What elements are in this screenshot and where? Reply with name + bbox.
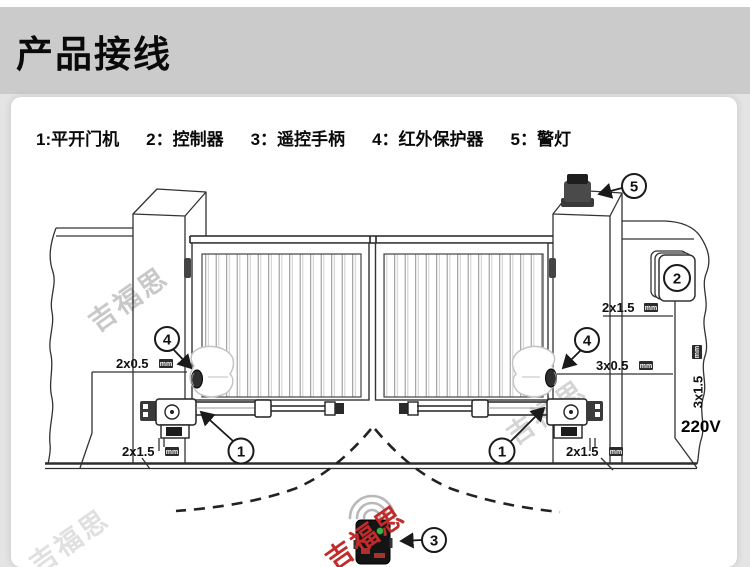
svg-text:2x1.5: 2x1.5 bbox=[602, 300, 635, 315]
legend-item-ir-protector: 4：红外保护器 bbox=[372, 130, 484, 149]
wiring-lines bbox=[79, 301, 698, 471]
diagram-panel bbox=[11, 97, 737, 567]
svg-text:mm: mm bbox=[645, 305, 657, 312]
svg-text:mm: mm bbox=[160, 361, 172, 368]
section-header: 产品接线 bbox=[0, 7, 750, 94]
ir-sensor-right bbox=[545, 368, 557, 388]
wire-label-right-ir: 3x0.5 mm bbox=[596, 358, 653, 373]
wire-label-right-vertical: 3x1.5 mm bbox=[691, 345, 706, 408]
svg-text:mm: mm bbox=[610, 449, 622, 456]
wire-label-right-motor: 2x1.5 mm bbox=[566, 444, 623, 459]
svg-text:5: 5 bbox=[630, 178, 638, 195]
gate-swing-arcs bbox=[175, 428, 561, 514]
wifi-arcs-icon bbox=[348, 494, 396, 520]
wire-label-right-top: 2x1.5 mm bbox=[602, 300, 658, 315]
legend-item-warning-lamp: 5：警灯 bbox=[510, 130, 571, 149]
callout-3: 3 bbox=[399, 527, 447, 553]
left-gate-post bbox=[132, 188, 207, 463]
warning-light bbox=[561, 174, 594, 207]
remote-green-button bbox=[376, 527, 384, 535]
svg-text:2x1.5: 2x1.5 bbox=[566, 444, 599, 459]
callout-2-label: 2 bbox=[673, 270, 681, 287]
wire-label-left-ir: 2x0.5 mm bbox=[116, 356, 173, 371]
svg-text:4: 4 bbox=[583, 332, 592, 349]
svg-text:mm: mm bbox=[640, 363, 652, 370]
svg-text:mm: mm bbox=[166, 449, 178, 456]
svg-text:3x0.5: 3x0.5 bbox=[596, 358, 629, 373]
left-hinge bbox=[184, 258, 191, 278]
svg-text:mm: mm bbox=[694, 346, 701, 358]
legend-row: 1:平开门机 2：控制器 3：遥控手柄 4：红外保护器 5：警灯 bbox=[36, 125, 571, 150]
actuator-right bbox=[399, 398, 603, 439]
ir-sensor-left bbox=[191, 369, 203, 389]
callout-4-right: 4 bbox=[561, 327, 600, 370]
legend-item-controller: 2：控制器 bbox=[146, 130, 224, 149]
callout-4-left: 4 bbox=[154, 326, 193, 370]
actuator-left bbox=[140, 398, 344, 439]
right-wall bbox=[622, 220, 710, 465]
legend-item-gate-opener: 1:平开门机 bbox=[36, 130, 120, 149]
right-hinge bbox=[549, 258, 556, 278]
left-wall bbox=[47, 227, 133, 465]
svg-text:1: 1 bbox=[498, 443, 506, 460]
svg-text:3: 3 bbox=[430, 532, 438, 549]
legend-item-remote: 3：遥控手柄 bbox=[250, 130, 346, 149]
page-title: 产品接线 bbox=[16, 33, 172, 75]
top-margin bbox=[0, 0, 750, 7]
callout-1-right: 1 bbox=[488, 406, 546, 465]
gate-top-rail bbox=[189, 235, 553, 244]
watermark-bottom-left: 吉福思 bbox=[24, 504, 115, 567]
right-hinge-bracket bbox=[511, 345, 557, 398]
svg-text:3x1.5: 3x1.5 bbox=[691, 376, 706, 409]
svg-text:1: 1 bbox=[237, 443, 245, 460]
callout-1-left: 1 bbox=[199, 410, 255, 465]
ground-line bbox=[45, 462, 697, 470]
watermark-center: 吉福思 bbox=[83, 262, 174, 338]
remote-control: 吉福思 bbox=[320, 494, 411, 567]
svg-text:2x1.5: 2x1.5 bbox=[122, 444, 155, 459]
controller-box: 2 bbox=[650, 250, 696, 302]
svg-text:2x0.5: 2x0.5 bbox=[116, 356, 149, 371]
power-label: 220V bbox=[681, 417, 721, 436]
svg-text:4: 4 bbox=[163, 331, 172, 348]
wire-label-left-motor: 2x1.5 mm bbox=[122, 444, 179, 459]
callout-5: 5 bbox=[597, 173, 647, 199]
